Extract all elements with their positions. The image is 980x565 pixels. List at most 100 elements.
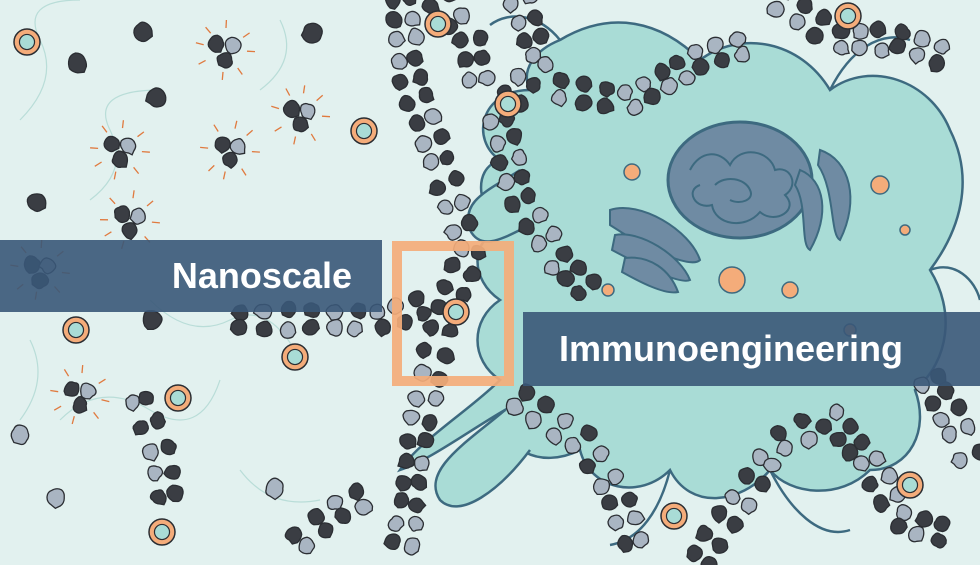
dark-nanoparticle xyxy=(796,0,813,15)
activation-ray xyxy=(101,399,110,403)
activation-ray xyxy=(63,369,70,377)
dark-nanoparticle xyxy=(601,494,619,511)
nanoscale-label: Nanoscale xyxy=(171,255,352,296)
activation-ray xyxy=(195,42,204,46)
light-nanoparticle xyxy=(510,14,527,32)
dark-nanoparticle xyxy=(282,99,301,119)
dark-nanoparticle xyxy=(585,273,602,291)
dark-nanoparticle xyxy=(842,417,859,435)
dark-nanoparticle xyxy=(556,270,575,288)
activation-ray xyxy=(205,26,212,34)
light-nanoparticle xyxy=(616,84,633,101)
light-nanoparticle xyxy=(496,172,516,192)
activation-ray xyxy=(234,120,238,129)
light-nanoparticle xyxy=(414,135,433,153)
light-nanoparticle xyxy=(531,234,548,253)
dark-nanoparticle xyxy=(841,443,859,462)
dark-nanoparticle xyxy=(668,54,686,71)
dark-nanoparticle xyxy=(873,494,891,514)
dark-nanoparticle xyxy=(525,77,541,94)
dark-nanoparticle xyxy=(457,51,475,68)
nucleus-chromatin xyxy=(689,151,794,225)
dark-nanoparticle xyxy=(829,431,847,448)
dark-nanoparticle xyxy=(815,8,833,26)
nanoparticle-core xyxy=(153,523,171,541)
dark-nanoparticle xyxy=(933,515,951,533)
dark-nanoparticle xyxy=(395,475,413,492)
light-nanoparticle xyxy=(147,465,164,482)
nanoparticle-core xyxy=(447,303,465,321)
light-nanoparticle xyxy=(950,452,968,470)
dark-nanoparticle xyxy=(570,285,587,302)
dark-nanoparticle xyxy=(555,245,574,264)
pseudopod xyxy=(489,15,561,41)
light-nanoparticle xyxy=(766,0,785,18)
activation-ray xyxy=(94,161,102,167)
dark-nanoparticle xyxy=(422,319,440,337)
dark-nanoparticle xyxy=(374,318,392,338)
dark-nanoparticle xyxy=(292,116,310,133)
light-nanoparticle xyxy=(852,22,869,40)
light-nanoparticle xyxy=(482,113,500,131)
dark-nanoparticle xyxy=(596,97,615,115)
dark-nanoparticle xyxy=(407,497,427,514)
dark-nanoparticle xyxy=(506,128,523,146)
light-nanoparticle xyxy=(550,88,567,108)
light-nanoparticle xyxy=(724,489,741,505)
light-nanoparticle xyxy=(404,10,421,27)
light-nanoparticle xyxy=(789,13,806,31)
pseudopod xyxy=(768,469,851,534)
activation-ray xyxy=(237,67,243,75)
dark-nanoparticle xyxy=(137,390,154,406)
dark-nanoparticle xyxy=(504,195,521,213)
light-nanoparticle xyxy=(443,224,463,241)
light-nanoparticle xyxy=(907,525,925,543)
nanoparticle-core xyxy=(665,507,683,525)
light-nanoparticle xyxy=(525,46,542,64)
dark-nanoparticle xyxy=(971,443,980,461)
nanoparticle-core xyxy=(901,476,919,494)
light-nanoparticle xyxy=(422,152,440,171)
dark-nanoparticle xyxy=(754,475,771,493)
light-nanoparticle xyxy=(224,36,242,55)
light-nanoparticle xyxy=(129,207,146,225)
light-nanoparticle xyxy=(489,135,507,153)
light-nanoparticle xyxy=(119,137,137,156)
dark-nanoparticle xyxy=(391,73,409,92)
dark-nanoparticle xyxy=(853,433,871,451)
light-nanoparticle xyxy=(502,0,519,14)
single-nanoparticle xyxy=(10,424,30,446)
dark-nanoparticle xyxy=(793,412,813,430)
light-nanoparticle xyxy=(941,425,957,444)
dark-nanoparticle xyxy=(575,75,593,93)
light-nanoparticle xyxy=(477,69,496,87)
dark-nanoparticle xyxy=(526,9,543,27)
activation-ray xyxy=(208,164,215,172)
light-nanoparticle xyxy=(390,52,408,70)
pseudopod xyxy=(434,409,531,508)
activation-ray xyxy=(151,221,160,224)
dark-nanoparticle xyxy=(513,168,531,186)
light-nanoparticle xyxy=(299,102,316,121)
activation-ray xyxy=(251,150,260,153)
light-nanoparticle xyxy=(908,47,926,65)
activation-ray xyxy=(316,94,324,102)
light-nanoparticle xyxy=(874,42,890,59)
single-nanoparticle xyxy=(300,22,323,44)
dark-nanoparticle xyxy=(448,169,465,187)
activation-ray xyxy=(271,105,280,110)
dark-nanoparticle xyxy=(888,37,907,55)
dark-nanoparticle xyxy=(407,290,425,308)
activation-ray xyxy=(321,115,331,118)
dark-nanoparticle xyxy=(815,418,833,435)
dark-nanoparticle xyxy=(284,526,303,545)
light-nanoparticle xyxy=(403,537,421,556)
nanoparticle-core xyxy=(67,321,85,339)
dark-nanoparticle xyxy=(160,438,177,456)
light-nanoparticle xyxy=(427,390,445,407)
light-nanoparticle xyxy=(880,466,899,485)
light-nanoparticle xyxy=(852,455,870,472)
single-nanoparticle xyxy=(144,87,167,108)
dark-nanoparticle xyxy=(890,517,908,535)
dark-nanoparticle xyxy=(163,464,181,480)
